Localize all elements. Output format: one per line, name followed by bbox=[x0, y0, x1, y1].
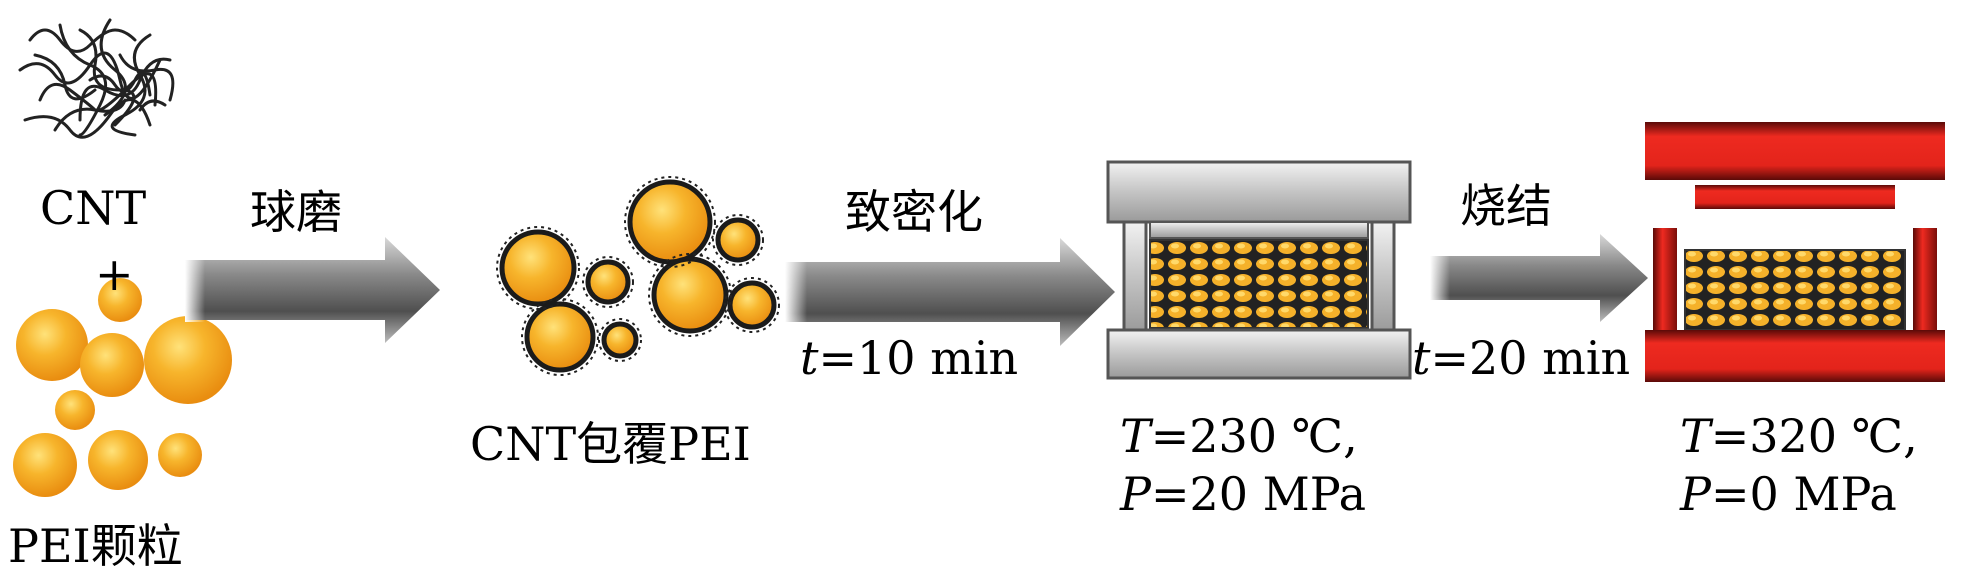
ball-milling-label: 球磨 bbox=[250, 185, 342, 239]
press1-temperature-label: T=230 ℃, bbox=[1120, 410, 1358, 462]
press1-pressure-label: P=20 MPa bbox=[1120, 468, 1366, 520]
sintering-press-red bbox=[1645, 122, 1945, 382]
cnt-coating-fuzz bbox=[496, 176, 780, 376]
cnt-tangle-icon bbox=[18, 18, 175, 139]
temp-var: T bbox=[1680, 409, 1711, 463]
coated-particle-cluster bbox=[499, 179, 777, 373]
sintering-label: 烧结 bbox=[1460, 179, 1552, 233]
temp-val: =230 ℃, bbox=[1150, 409, 1358, 463]
arrow-sintering bbox=[1430, 234, 1648, 322]
sintering-time-label: t=20 min bbox=[1412, 332, 1630, 384]
temp-var: T bbox=[1120, 409, 1151, 463]
cnt-coated-pei-label: CNT包覆PEI bbox=[470, 417, 751, 471]
densification-label: 致密化 bbox=[845, 185, 983, 239]
plus-sign: + bbox=[95, 247, 134, 301]
temp-val: =320 ℃, bbox=[1710, 409, 1918, 463]
hot-press-gray bbox=[1106, 160, 1412, 380]
pressure-val: =20 MPa bbox=[1150, 467, 1367, 521]
pei-particles-label: PEI颗粒 bbox=[8, 519, 183, 573]
pressure-var: P bbox=[1680, 467, 1711, 521]
pressure-val: =0 MPa bbox=[1710, 467, 1897, 521]
press2-pressure-label: P=0 MPa bbox=[1680, 468, 1897, 520]
time-var: t bbox=[1412, 331, 1431, 385]
press2-temperature-label: T=320 ℃, bbox=[1680, 410, 1918, 462]
pressure-var: P bbox=[1120, 467, 1151, 521]
pei-particle-cluster bbox=[13, 278, 232, 497]
time-val: =20 min bbox=[1430, 331, 1631, 385]
time-var: t bbox=[800, 331, 819, 385]
time-val: =10 min bbox=[818, 331, 1019, 385]
densification-time-label: t=10 min bbox=[800, 332, 1018, 384]
arrow-ball-milling bbox=[185, 237, 440, 343]
arrow-densification bbox=[785, 238, 1115, 346]
cnt-label: CNT bbox=[40, 181, 147, 235]
